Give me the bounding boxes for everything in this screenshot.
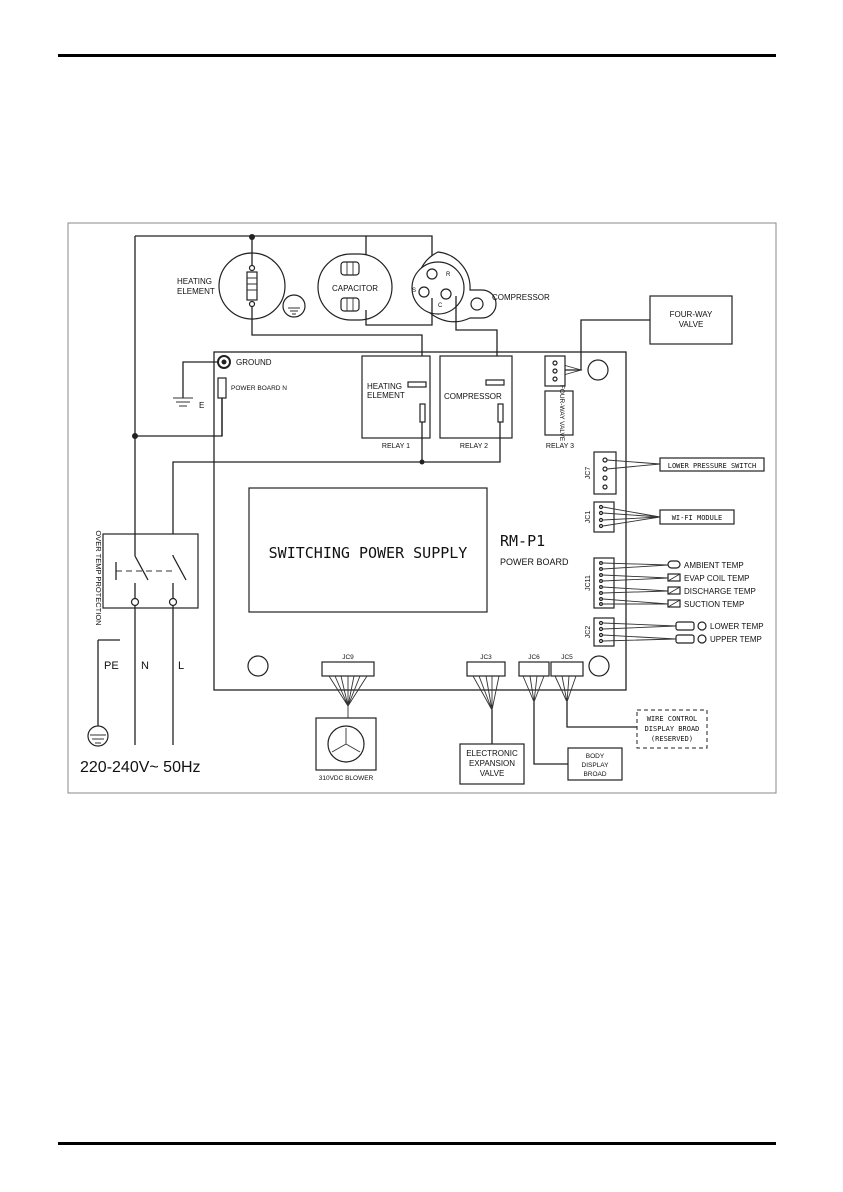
jc6-label: JC6 [528, 654, 540, 661]
top-bus-wire [135, 235, 433, 262]
wifi-module-label: WI-FI MODULE [672, 514, 723, 522]
l-label: L [178, 660, 184, 672]
switching-power-supply-label: SWITCHING POWER SUPPLY [269, 544, 468, 562]
switching-power-supply-box [248, 487, 488, 613]
relay-1-label: RELAY 1 [382, 443, 410, 450]
svg-text:S: S [412, 288, 416, 294]
evap-coil-temp-label: EVAP COIL TEMP [684, 574, 750, 583]
eev-label-3: VALVE [480, 769, 505, 778]
body-display-box [567, 747, 623, 781]
diagram-frame [67, 222, 777, 794]
ambient-temp-label: AMBIENT TEMP [684, 561, 744, 570]
relay-3-box [544, 390, 574, 436]
relay-2-label: RELAY 2 [460, 443, 488, 450]
earth-e-label: E [199, 401, 204, 410]
relay-1-element-label-1: HEATING [367, 382, 402, 391]
over-temp-protection-label: OVER TEMP PROTECTION [94, 530, 103, 625]
four-way-valve-label-1: FOUR-WAY [670, 310, 713, 319]
four-way-valve-label-2: VALVE [679, 320, 704, 329]
power-board-n-label: POWER BOARD N [231, 385, 287, 392]
mounting-hole [588, 655, 610, 677]
body-display-label-3: BROAD [583, 771, 606, 778]
body-display-label-2: DISPLAY [582, 762, 610, 769]
jc9-label: JC9 [342, 654, 354, 661]
power-board-n-terminal [217, 377, 227, 399]
wire-control-label-1: WIRE CONTROL [647, 715, 698, 723]
upper-temp-label: UPPER TEMP [710, 635, 762, 644]
jc2-connector [593, 617, 615, 647]
top-rule [58, 54, 776, 57]
wire-control-box [636, 709, 708, 749]
blower-label: 310VDC BLOWER [319, 775, 374, 782]
earth-symbol [173, 397, 193, 407]
jc2-label: JC2 [585, 626, 592, 639]
capacitor-label: CAPACITOR [332, 284, 378, 293]
board-name: POWER BOARD [500, 557, 569, 567]
mains-lines [134, 606, 174, 745]
jc5-label: JC5 [561, 654, 573, 661]
jc1-label: JC1 [585, 511, 592, 524]
jc3-connector [466, 661, 506, 677]
lower-pressure-switch-box [659, 457, 765, 472]
compressor-label: COMPRESSOR [492, 293, 550, 302]
ground-label: GROUND [236, 358, 272, 367]
eev-label-1: ELECTRONIC [466, 749, 518, 758]
discharge-temp-label: DISCHARGE TEMP [684, 587, 756, 596]
power-board-outline [213, 351, 627, 691]
mounting-hole [587, 359, 609, 381]
wire-control-label-2: DISPLAY BROAD [645, 725, 700, 733]
compressor-component: R S C COMPRESSOR [365, 251, 550, 380]
heating-element-label-1: HEATING [177, 277, 212, 286]
relay-1-element-label-2: ELEMENT [367, 391, 405, 400]
suction-temp-label: SUCTION TEMP [684, 600, 744, 609]
relay-1-box [361, 355, 431, 439]
eev-box [459, 743, 525, 785]
n-label: N [141, 660, 149, 672]
lower-temp-sensor [675, 621, 695, 631]
capacitor-component: CAPACITOR [317, 253, 393, 321]
ambient-temp-sensor [667, 560, 681, 569]
svg-text:R: R [446, 272, 451, 278]
pe-label: PE [104, 660, 119, 672]
jc3-label: JC3 [480, 654, 492, 661]
eev-label-2: EXPANSION [469, 759, 515, 768]
jc11-label: JC11 [585, 575, 592, 591]
upper-temp-sensor [675, 634, 695, 644]
relay-3-label: RELAY 3 [546, 443, 574, 450]
four-way-valve-box [649, 295, 733, 345]
bottom-rule [58, 1142, 776, 1145]
jc9-connector [321, 661, 375, 677]
relay-2-element-label: COMPRESSOR [444, 392, 502, 401]
wire-control-label-3: (RESERVED) [651, 735, 693, 743]
jc5-connector [550, 661, 584, 677]
jc7-connector [593, 451, 617, 495]
board-model: RM-P1 [500, 532, 545, 550]
svg-text:C: C [438, 303, 443, 309]
jc7-label: JC7 [585, 467, 592, 480]
lower-pressure-switch-label: LOWER PRESSURE SWITCH [668, 462, 757, 470]
relay-3-element-label: FOUR-WAY VALVE [558, 385, 565, 442]
mounting-hole [247, 655, 269, 677]
jc11-connector [593, 557, 615, 609]
wifi-module-box [659, 509, 735, 525]
jc1-connector [593, 501, 615, 533]
jc6-connector [518, 661, 550, 677]
supply-voltage-label: 220-240V~ 50Hz [80, 759, 201, 776]
body-display-label-1: BODY [586, 753, 605, 760]
pe-ground-symbol [87, 725, 109, 747]
heating-element-label-2: ELEMENT [177, 287, 215, 296]
lower-temp-label: LOWER TEMP [710, 622, 764, 631]
